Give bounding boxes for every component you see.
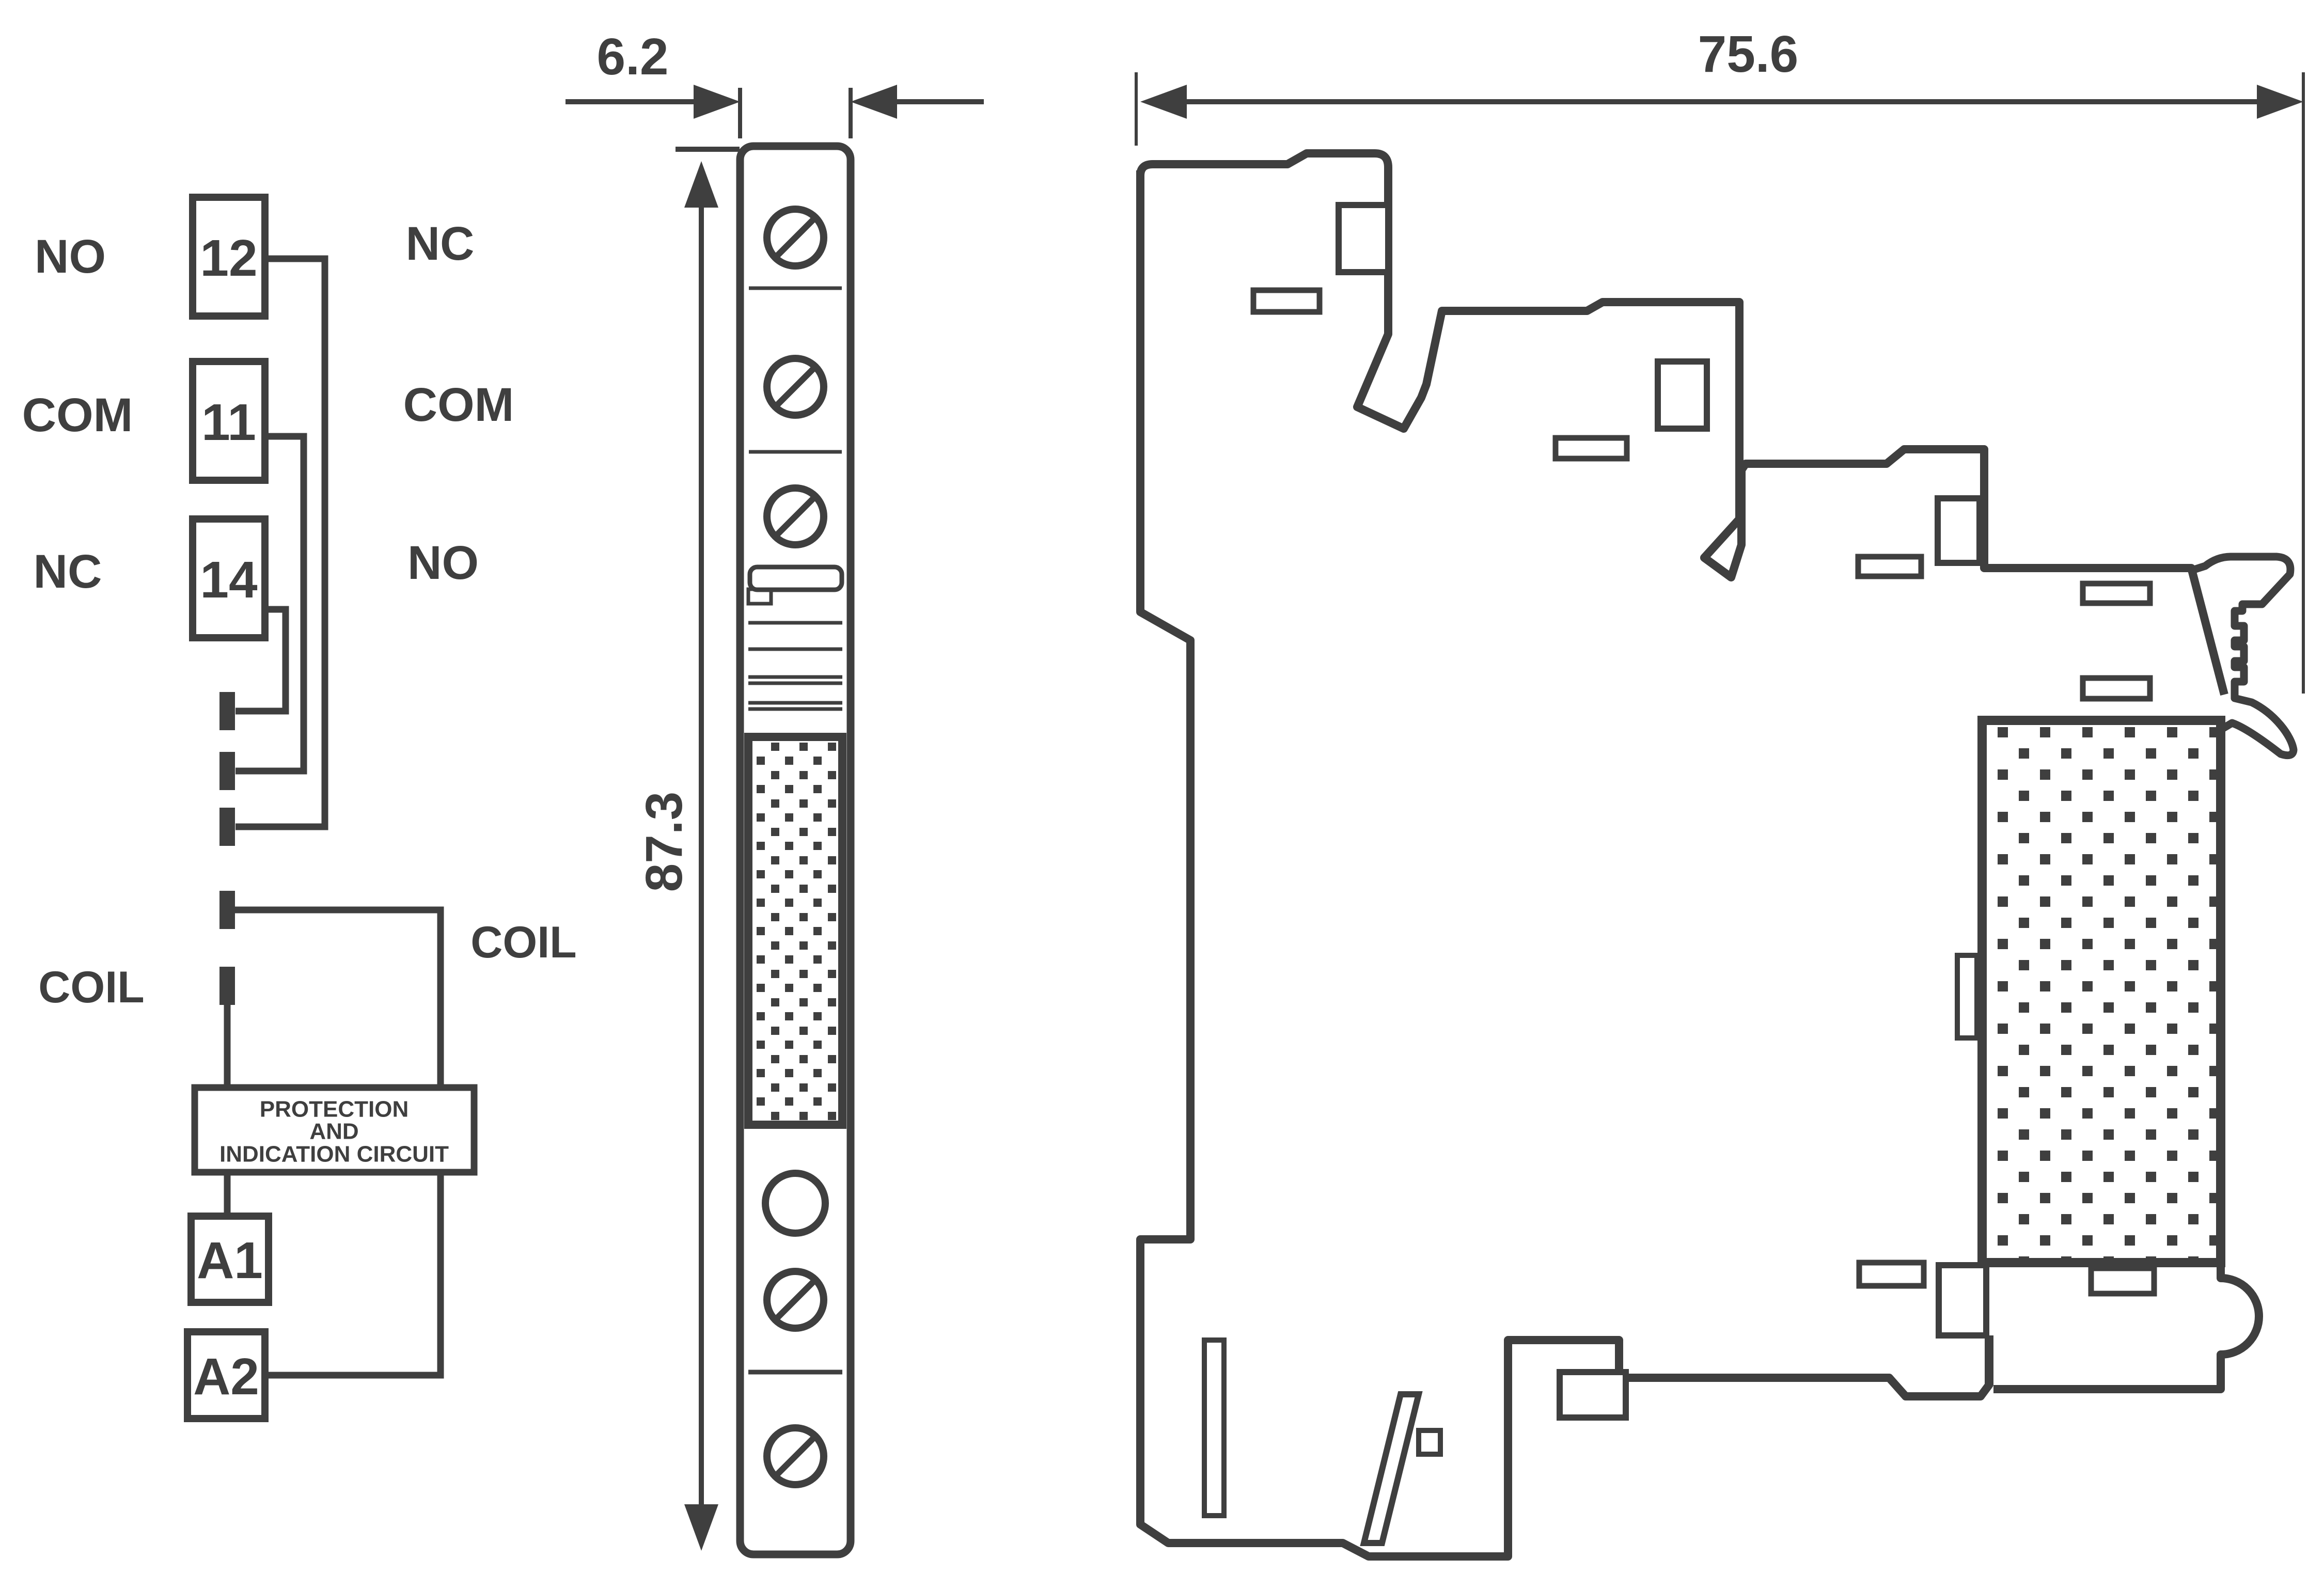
screw-slot-icon xyxy=(773,1434,818,1478)
screw-slot-icon xyxy=(773,215,818,260)
side-top-profile-outline xyxy=(1136,149,2228,696)
label-coil-right: COIL xyxy=(470,918,576,967)
side-square-hole-2 xyxy=(1655,358,1710,432)
front-height-dimension-text: 87.3 xyxy=(635,792,693,892)
protection-box-line3: INDICATION CIRCUIT xyxy=(219,1142,449,1167)
front-width-dimension-text: 6.2 xyxy=(596,28,668,86)
terminal-12-number: 12 xyxy=(200,229,257,287)
contact-pad-2 xyxy=(219,752,235,790)
dim-arrow-62-right-tip xyxy=(694,85,740,119)
screw-terminal-3 xyxy=(763,484,827,548)
front-latch-band xyxy=(747,564,844,592)
label-coil-left: COIL xyxy=(38,963,144,1012)
wire-terminal-12 xyxy=(235,255,328,830)
protection-box-line1: PROTECTION xyxy=(260,1097,409,1122)
screw-slot-icon xyxy=(773,1278,818,1322)
wire-coil-top xyxy=(234,906,444,1084)
release-lever xyxy=(1360,1391,1423,1546)
screw-terminal-2 xyxy=(763,355,827,419)
din-rail-clip-icon xyxy=(2191,553,2298,760)
coil-pad-1 xyxy=(219,891,235,929)
side-view: 75.6 xyxy=(1135,25,2305,1561)
protection-circuit-box xyxy=(191,1084,478,1176)
release-lever-notch xyxy=(1416,1428,1443,1457)
front-module-outline xyxy=(736,142,855,1559)
contact-pad-1 xyxy=(219,692,235,730)
terminal-box-14 xyxy=(189,515,269,641)
side-slot-2 xyxy=(1552,435,1630,462)
side-slot-1 xyxy=(1250,287,1323,315)
screw-head-icon xyxy=(763,355,827,419)
screw-head-icon xyxy=(763,206,827,270)
dim-arrow-62-left-tip xyxy=(851,85,897,119)
wire-terminal-11 xyxy=(235,433,307,775)
label-nc-right: NC xyxy=(406,217,475,270)
side-relay-textured-block xyxy=(1977,716,2225,1267)
terminal-a1-number: A1 xyxy=(197,1232,263,1289)
screw-head-icon xyxy=(763,1424,827,1488)
screw-terminal-5 xyxy=(763,1424,827,1488)
label-no-right: NO xyxy=(407,537,479,589)
front-view: 6.2 87.3 xyxy=(566,28,984,1559)
screw-head-icon xyxy=(763,484,827,548)
dim-arrow-756-left xyxy=(1140,85,1187,119)
screw-terminal-1 xyxy=(763,206,827,270)
dim-arrow-873-top xyxy=(684,161,718,208)
screw-terminal-4 xyxy=(763,1268,827,1332)
label-com-right: COM xyxy=(403,379,514,431)
terminal-14-number: 14 xyxy=(200,551,258,609)
side-bottom-profile-outline xyxy=(1136,170,1993,1561)
side-square-hole-3 xyxy=(1935,495,1983,566)
dim-arrow-873-bottom xyxy=(684,1504,718,1551)
terminal-box-a2 xyxy=(184,1328,269,1422)
wire-terminal-14 xyxy=(235,606,289,715)
screw-slot-icon xyxy=(773,365,818,409)
front-label-textured-area xyxy=(744,733,846,1129)
side-slot-3 xyxy=(1855,554,1924,579)
side-bottom-right-shelf xyxy=(1993,1263,2263,1393)
side-terminal-window xyxy=(1936,1262,1989,1339)
screw-slot-icon xyxy=(773,494,818,539)
coil-pad-2 xyxy=(219,967,235,1005)
contact-pad-3 xyxy=(219,808,235,846)
terminal-11-number: 11 xyxy=(201,394,256,451)
terminal-a2-number: A2 xyxy=(193,1348,259,1406)
side-square-hole-4 xyxy=(1557,1369,1629,1421)
side-slot-6 xyxy=(1856,1260,1927,1289)
side-vertical-slot-2 xyxy=(1202,1337,1227,1518)
dim-arrow-756-right xyxy=(2257,85,2303,119)
terminal-box-a1 xyxy=(187,1213,272,1306)
label-nc-left: NC xyxy=(34,545,102,598)
terminal-box-11 xyxy=(189,358,269,484)
protection-box-line2: AND xyxy=(309,1119,358,1144)
side-vertical-slot-1 xyxy=(1955,953,1980,1041)
wire-a2 xyxy=(264,1172,444,1379)
side-square-hole-1 xyxy=(1336,202,1391,275)
side-slot-4 xyxy=(2080,580,2153,606)
side-width-dimension-text: 75.6 xyxy=(1698,25,1799,83)
label-no-left: NO xyxy=(35,230,106,283)
side-slot-5 xyxy=(2080,675,2153,702)
screw-head-icon xyxy=(763,1268,827,1332)
side-slot-7 xyxy=(2088,1265,2157,1297)
wiring-schematic: NO COM NC NC COM NO 12 11 14 COIL COIL P… xyxy=(22,194,577,1422)
front-latch-notch xyxy=(746,587,773,606)
label-com-left: COM xyxy=(22,389,133,442)
indicator-led-icon xyxy=(762,1170,829,1237)
